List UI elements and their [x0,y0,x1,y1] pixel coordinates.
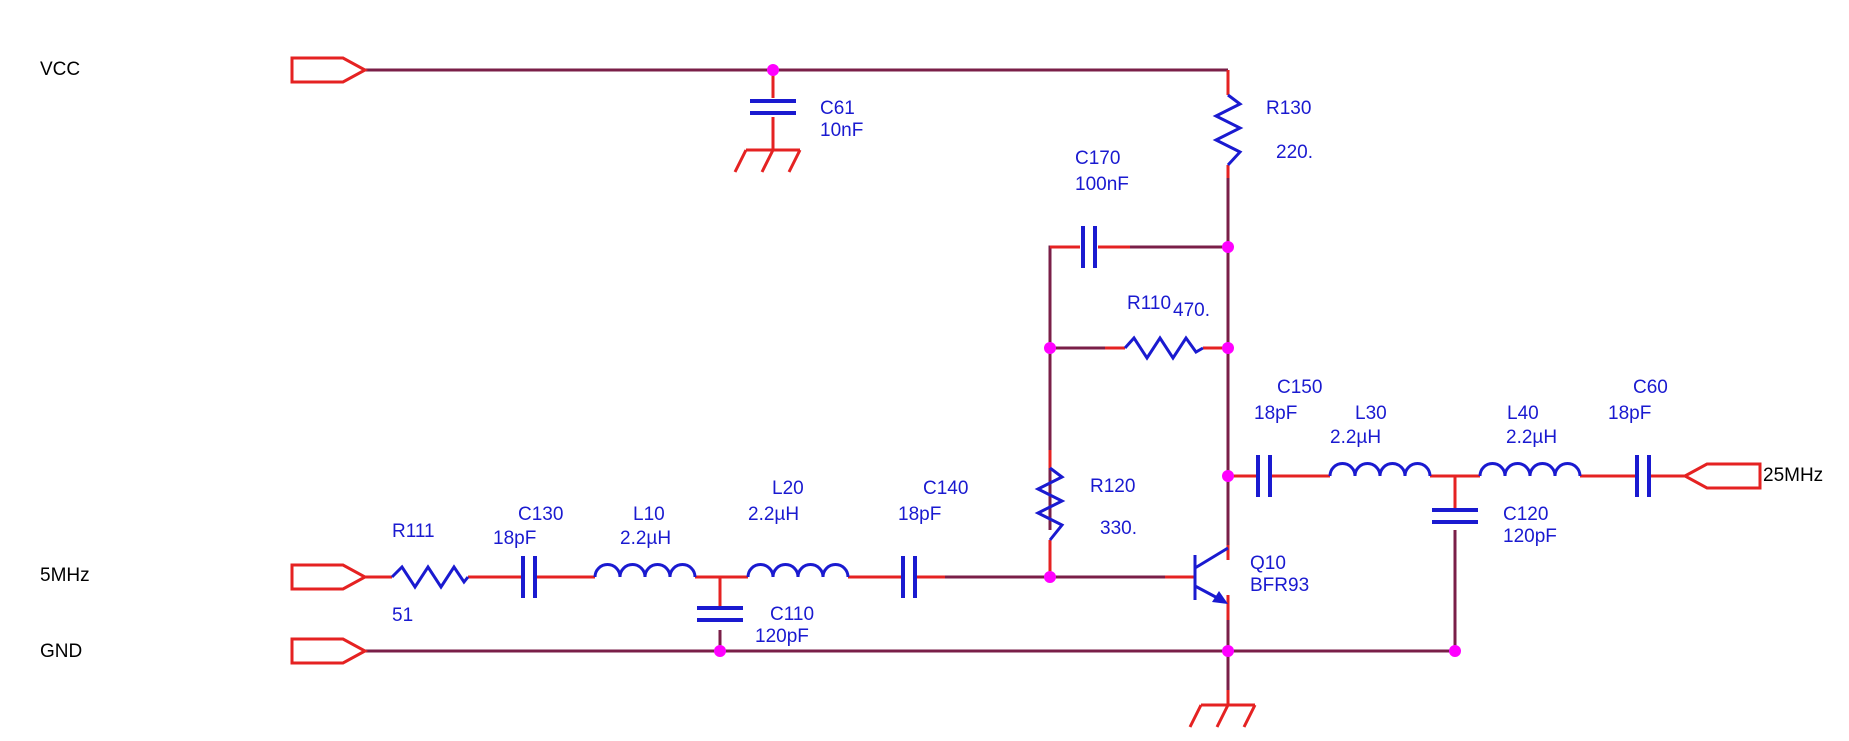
l10-symbol [593,563,697,578]
junction-dot [1222,645,1234,657]
c170-value: 100nF [1075,174,1129,195]
r110-ref: R110 [1127,293,1172,314]
c130-ref: C130 [518,504,564,525]
port-25mhz-symbol [1681,462,1762,490]
l40-ref: L40 [1507,403,1539,424]
r120-ref: R120 [1090,476,1136,497]
junction-dot [767,64,779,76]
c140-value: 18pF [898,504,942,525]
l10-value: 2.2µH [620,528,672,549]
junction-dot [1044,571,1056,583]
c61-value: 10nF [820,120,864,141]
port-5mhz-label: 5MHz [40,565,90,586]
c130-symbol [521,556,537,598]
r111-symbol [390,564,470,590]
r130-symbol [1212,93,1244,167]
c170-ref: C170 [1075,148,1121,169]
r120-value: 330. [1100,518,1137,539]
c110-value: 120pF [755,626,809,647]
c120-symbol [1432,508,1478,524]
junction-dot [1222,342,1234,354]
port-symbols [290,56,1762,665]
c140-symbol [901,556,917,598]
l30-value: 2.2µH [1330,427,1382,448]
l20-value: 2.2µH [748,504,800,525]
junction-dot [1044,342,1056,354]
junctions [714,64,1461,657]
junction-dot [1222,241,1234,253]
r130-ref: R130 [1266,98,1312,119]
l40-value: 2.2µH [1506,427,1558,448]
l20-symbol [746,563,850,578]
ground-c61 [733,148,802,173]
r110-symbol [1123,335,1204,361]
port-5mhz-symbol [290,563,369,591]
c110-ref: C110 [770,604,815,625]
ground-emitter [1188,690,1257,728]
c150-ref: C150 [1277,377,1323,398]
junction-dot [1222,470,1234,482]
c60-ref: C60 [1633,377,1668,398]
junction-dot [1449,645,1461,657]
c61-symbol [750,99,796,115]
port-gnd-symbol [290,637,369,665]
r111-ref: R111 [392,521,435,542]
l20-ref: L20 [772,478,804,499]
q10-value: BFR93 [1250,575,1310,596]
c120-value: 120pF [1503,526,1557,547]
leads [365,70,1685,620]
c120-ref: C120 [1503,504,1549,525]
c61-ref: C61 [820,98,855,119]
r110-value: 470. [1173,300,1210,321]
port-vcc-label: VCC [40,59,81,80]
c170-symbol [1081,226,1097,268]
c130-value: 18pF [493,528,537,549]
r120-symbol [1034,466,1066,541]
l30-ref: L30 [1355,403,1387,424]
r130-value: 220. [1276,142,1313,163]
port-25mhz-label: 25MHz [1763,465,1824,486]
port-vcc-symbol [290,56,369,84]
c150-symbol [1256,455,1272,497]
c60-symbol [1635,455,1651,497]
q10-symbol [1193,546,1229,604]
c110-symbol [697,606,743,622]
r111-value: 51 [392,605,414,626]
c60-value: 18pF [1608,403,1652,424]
wire-feedback-left [1048,245,1080,530]
q10-ref: Q10 [1250,553,1286,574]
junction-dot [714,645,726,657]
c140-ref: C140 [923,478,969,499]
l30-symbol [1328,462,1432,477]
l40-symbol [1478,462,1582,477]
c150-value: 18pF [1254,403,1298,424]
port-gnd-label: GND [40,641,83,662]
l10-ref: L10 [633,504,665,525]
